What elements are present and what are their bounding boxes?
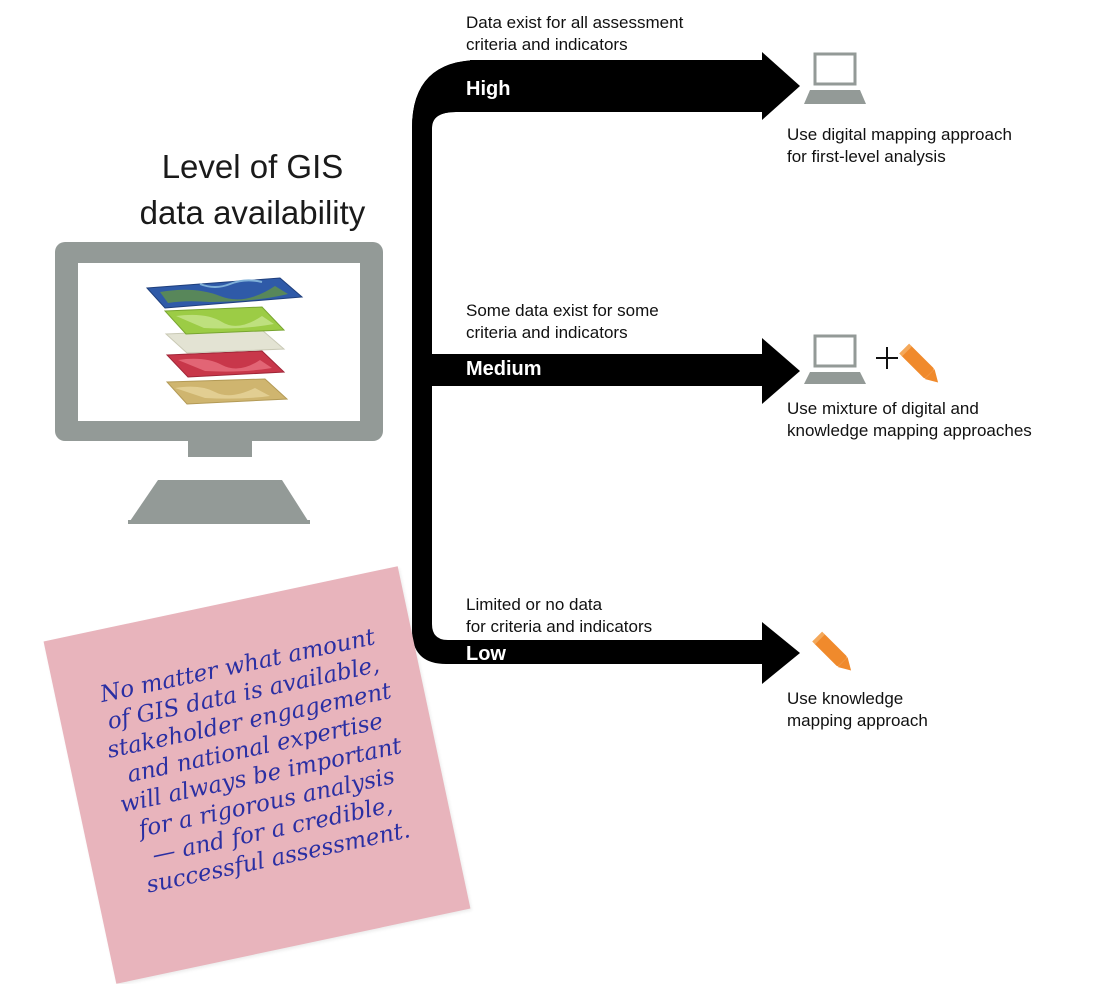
level-low-label: Low — [466, 643, 506, 665]
title-line-2: data availability — [139, 194, 366, 231]
laptop-icon — [804, 334, 866, 384]
arrow-high — [762, 52, 800, 120]
plus-icon — [876, 347, 898, 369]
pencil-icon — [812, 631, 852, 671]
layer-grey — [164, 329, 286, 354]
monitor-frame — [55, 242, 383, 441]
approach-high-line-2: for first-level analysis — [787, 147, 946, 166]
approach-high-line-1: Use digital mapping approach — [787, 125, 1012, 144]
layer-green — [163, 306, 286, 335]
condition-medium-line-1: Some data exist for some — [466, 301, 659, 320]
level-high-label: High — [466, 78, 511, 100]
layer-red — [165, 350, 286, 378]
approach-high: Use digital mapping approach for first-l… — [787, 124, 1012, 168]
approach-medium: Use mixture of digital and knowledge map… — [787, 398, 1032, 442]
approach-low: Use knowledge mapping approach — [787, 688, 928, 732]
title-line-1: Level of GIS — [161, 148, 344, 185]
condition-medium: Some data exist for some criteria and in… — [466, 300, 659, 344]
condition-medium-line-2: criteria and indicators — [466, 323, 628, 342]
condition-low: Limited or no data for criteria and indi… — [466, 594, 652, 638]
condition-low-line-2: for criteria and indicators — [466, 617, 653, 636]
condition-high-line-2: criteria and indicators — [466, 35, 628, 54]
layer-tan — [165, 378, 289, 405]
layer-blue — [145, 277, 304, 309]
condition-high: Data exist for all assessment criteria a… — [466, 12, 683, 56]
approach-medium-line-2: knowledge mapping approaches — [787, 421, 1032, 440]
approach-medium-line-1: Use mixture of digital and — [787, 399, 979, 418]
diagram-title: Level of GIS data availability — [80, 144, 425, 236]
laptop-icon — [804, 52, 866, 104]
approach-low-line-2: mapping approach — [787, 711, 928, 730]
arrow-low — [762, 622, 800, 684]
condition-low-line-1: Limited or no data — [466, 595, 603, 614]
pencil-icon — [899, 343, 939, 383]
arrow-medium — [762, 338, 800, 404]
monitor-screen — [78, 263, 360, 421]
condition-high-line-1: Data exist for all assessment — [466, 13, 684, 32]
level-medium-label: Medium — [466, 358, 542, 380]
approach-low-line-1: Use knowledge — [787, 689, 904, 708]
monitor-neck — [188, 441, 252, 457]
monitor-base — [128, 480, 310, 524]
gis-layers-icon — [145, 277, 304, 405]
